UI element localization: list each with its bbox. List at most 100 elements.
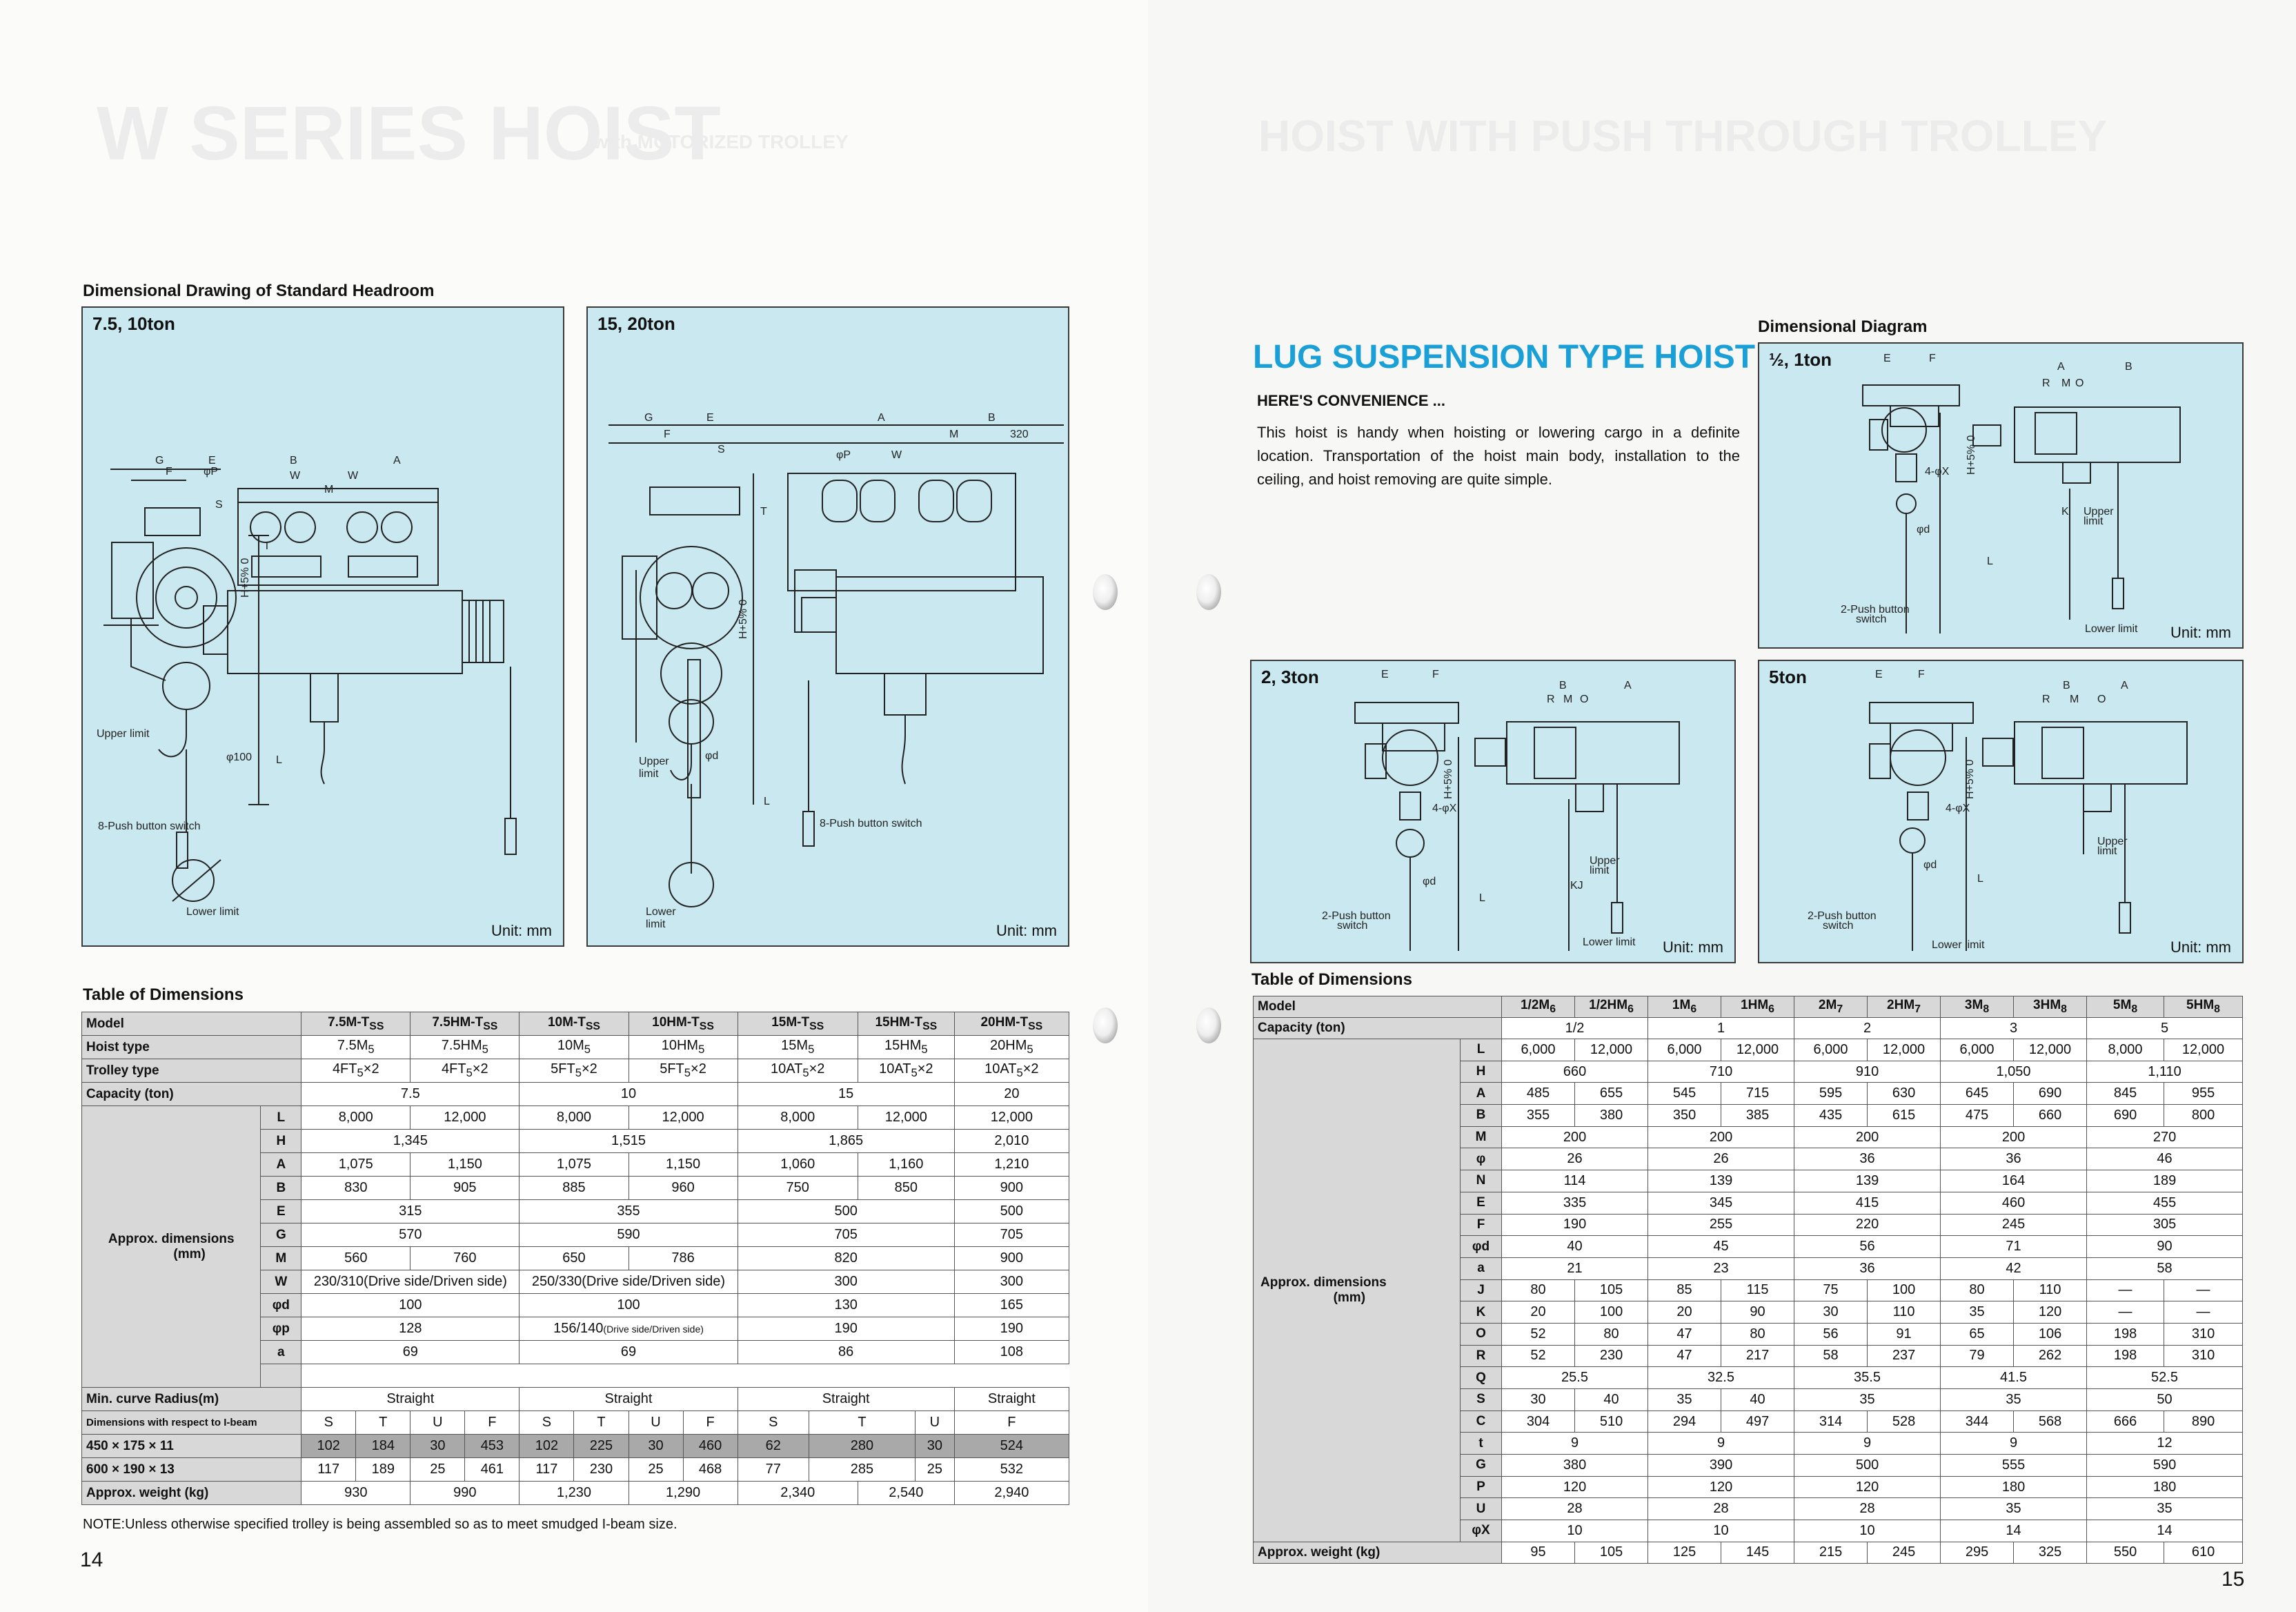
unit-label: Unit: mm xyxy=(996,922,1057,939)
svg-text:B: B xyxy=(988,412,996,424)
svg-text:G: G xyxy=(155,455,164,466)
svg-text:G: G xyxy=(644,412,653,424)
ghost-subtitle: with MOTORIZED TROLLEY xyxy=(593,131,849,153)
ghost-title: HOIST WITH PUSH THROUGH TROLLEY xyxy=(1258,111,2108,161)
svg-text:B: B xyxy=(2125,361,2132,373)
svg-text:2-Push button: 2-Push button xyxy=(1808,910,1877,922)
svg-text:φd: φd xyxy=(705,750,718,762)
right-page: HOIST WITH PUSH THROUGH TROLLEY LUG SUSP… xyxy=(1148,0,2296,1612)
svg-text:limit: limit xyxy=(639,768,659,780)
svg-text:R: R xyxy=(2042,694,2050,705)
svg-text:E: E xyxy=(1381,669,1389,680)
upper-limit-label: Upper limit xyxy=(97,728,150,740)
svg-text:M: M xyxy=(2061,377,2070,389)
svg-text:F: F xyxy=(166,466,172,478)
binder-hole xyxy=(1196,1008,1221,1043)
svg-text:Upper: Upper xyxy=(639,756,669,767)
svg-text:F: F xyxy=(664,429,671,440)
page-title: LUG SUSPENSION TYPE HOIST xyxy=(1253,339,1756,375)
svg-text:K: K xyxy=(2061,506,2069,518)
svg-text:4-φX: 4-φX xyxy=(1432,803,1457,814)
panel-title: ½, 1ton xyxy=(1769,349,1832,370)
unit-label: Unit: mm xyxy=(2170,624,2231,641)
svg-text:A: A xyxy=(2057,361,2065,373)
table-heading: Table of Dimensions xyxy=(1251,970,1412,989)
svg-text:L: L xyxy=(1977,873,1983,885)
svg-text:L: L xyxy=(276,754,282,766)
diagram-heading: Dimensional Diagram xyxy=(1758,317,1928,336)
svg-text:switch: switch xyxy=(1337,920,1367,932)
svg-text:F: F xyxy=(1918,669,1925,680)
svg-text:F: F xyxy=(1929,353,1936,364)
binder-hole xyxy=(1093,1008,1118,1043)
page-number-right: 15 xyxy=(2221,1568,2245,1591)
svg-text:H+5% 0: H+5% 0 xyxy=(738,600,749,639)
svg-text:φd: φd xyxy=(1423,876,1436,887)
panel-title: 2, 3ton xyxy=(1261,667,1319,687)
svg-text:limit: limit xyxy=(2084,515,2104,527)
dimensions-table-left: Model 7.5M-TSS 7.5HM-TSS 10M-TSS 10HM-TS… xyxy=(81,1012,1070,1505)
svg-text:B: B xyxy=(290,455,297,466)
svg-text:B: B xyxy=(1559,680,1567,691)
svg-text:limit: limit xyxy=(2097,845,2117,857)
svg-text:M: M xyxy=(2070,694,2079,705)
description: This hoist is handy when hoisting or low… xyxy=(1257,424,1740,488)
svg-text:A: A xyxy=(878,412,885,424)
svg-text:Lower limit: Lower limit xyxy=(1932,939,1985,951)
svg-text:φd: φd xyxy=(1917,524,1930,535)
svg-text:φP: φP xyxy=(204,466,218,478)
svg-text:H+5% 0: H+5% 0 xyxy=(239,558,251,598)
push8-label: 8-Push button switch xyxy=(98,820,201,832)
svg-text:4-φX: 4-φX xyxy=(1946,803,1970,814)
svg-text:R: R xyxy=(1547,694,1555,705)
binder-hole xyxy=(1196,574,1221,610)
svg-text:M: M xyxy=(324,484,333,495)
svg-text:T: T xyxy=(760,506,767,518)
svg-text:Lower limit: Lower limit xyxy=(2085,623,2138,635)
svg-text:A: A xyxy=(393,455,401,466)
svg-text:O: O xyxy=(2097,694,2106,705)
svg-text:Upper: Upper xyxy=(1590,855,1620,867)
left-page: W SERIES HOIST with MOTORIZED TROLLEY Di… xyxy=(0,0,1148,1612)
svg-text:φP: φP xyxy=(836,449,851,461)
svg-text:limit: limit xyxy=(1590,865,1610,876)
svg-text:E: E xyxy=(1875,669,1883,680)
svg-text:KJ: KJ xyxy=(1570,880,1583,892)
svg-text:F: F xyxy=(1432,669,1439,680)
svg-text:S: S xyxy=(718,444,725,455)
panel-title: 15, 20ton xyxy=(597,313,675,334)
table-heading: Table of Dimensions xyxy=(83,985,244,1004)
svg-text:H+5% 0: H+5% 0 xyxy=(1964,760,1976,799)
panel-title: 7.5, 10ton xyxy=(92,313,175,334)
svg-text:T: T xyxy=(264,540,270,552)
svg-text:Lower limit: Lower limit xyxy=(1583,936,1636,948)
svg-text:H+5% 0: H+5% 0 xyxy=(1443,760,1454,799)
svg-text:E: E xyxy=(706,412,714,424)
svg-text:switch: switch xyxy=(1856,613,1886,625)
panel-title: 5ton xyxy=(1769,667,1807,687)
phi100-label: φ100 xyxy=(226,751,252,763)
push8-label: 8-Push button switch xyxy=(820,818,922,829)
svg-text:O: O xyxy=(1580,694,1588,705)
svg-text:A: A xyxy=(1624,680,1632,691)
svg-text:L: L xyxy=(1987,556,1993,567)
svg-text:L: L xyxy=(764,796,770,807)
unit-label: Unit: mm xyxy=(491,922,552,939)
svg-text:R: R xyxy=(2042,377,2050,389)
